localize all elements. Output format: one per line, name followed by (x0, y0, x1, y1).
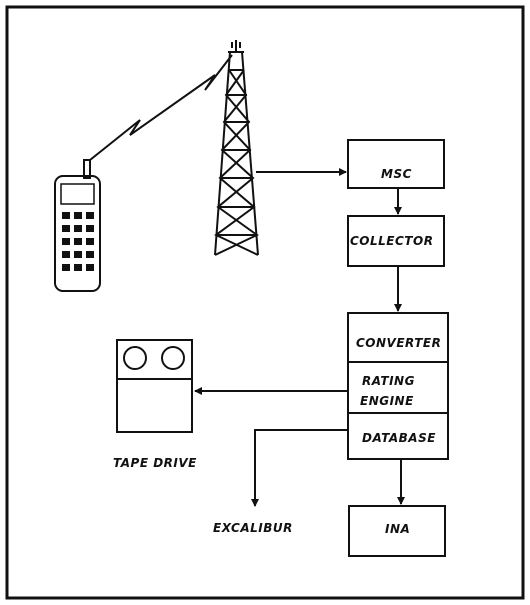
tape-drive-label: TAPE DRIVE (113, 456, 197, 470)
excalibur-label: EXCALIBUR (213, 521, 293, 535)
radio-link (89, 54, 233, 161)
msc-box (347, 139, 445, 189)
mobile-phone-icon (54, 159, 101, 292)
ina-label: INA (385, 522, 411, 536)
rating-label: RATING (362, 374, 415, 388)
tape-drive-icon (116, 339, 193, 433)
cell-tower-icon (214, 40, 259, 256)
converter-label: CONVERTER (356, 336, 442, 350)
msc-label: MSC (381, 167, 412, 181)
collector-label: COLLECTOR (350, 234, 434, 248)
collector-box (347, 215, 445, 267)
engine-label: ENGINE (360, 394, 414, 408)
database-label: DATABASE (362, 431, 436, 445)
ina-box (348, 505, 446, 557)
arrow-database-to-excalibur (251, 429, 348, 507)
outer-frame (5, 5, 525, 600)
processing-stack-box (347, 312, 449, 460)
